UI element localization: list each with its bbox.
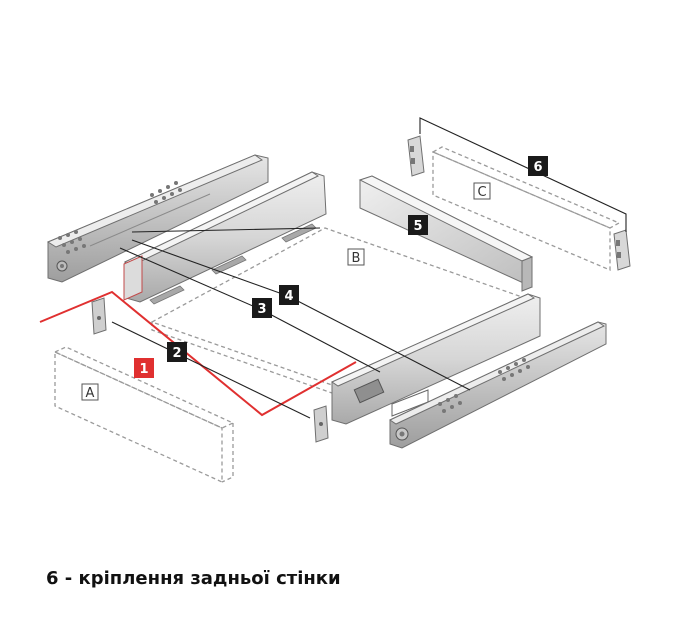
back-panel-5	[358, 175, 534, 292]
back-bracket-left	[407, 135, 425, 177]
front-bracket-right	[313, 405, 329, 443]
leader-lines	[111, 117, 627, 419]
diagram-caption: 6 - кріплення задньої стінки	[46, 568, 341, 589]
callout-3: 3	[252, 298, 272, 318]
callout-5: 5	[408, 215, 428, 235]
part-label-a: A	[81, 383, 99, 401]
svg-text:5: 5	[413, 219, 422, 234]
svg-text:6: 6	[533, 160, 542, 175]
right-runner-rail	[388, 321, 607, 449]
front-bracket-left	[91, 297, 107, 335]
left-runner-rail	[46, 154, 269, 283]
left-drawer-side	[123, 171, 327, 305]
svg-text:4: 4	[284, 289, 293, 304]
callout-4: 4	[279, 285, 299, 305]
svg-text:C: C	[477, 185, 486, 200]
part-label-c: C	[473, 182, 491, 200]
svg-text:1: 1	[139, 362, 148, 377]
drawer-assembly-diagram: A B C	[39, 117, 631, 484]
back-bracket-right	[613, 229, 631, 271]
back-panel-outline	[431, 146, 621, 271]
right-drawer-side	[330, 293, 541, 425]
svg-text:3: 3	[257, 302, 266, 317]
svg-text:A: A	[86, 386, 95, 401]
callout-2: 2	[167, 342, 187, 362]
callout-1: 1	[134, 358, 154, 378]
svg-text:2: 2	[172, 346, 181, 361]
front-panel-outline	[53, 346, 235, 484]
callout-6: 6	[528, 156, 548, 176]
svg-text:B: B	[352, 251, 361, 266]
part-label-b: B	[347, 248, 365, 266]
